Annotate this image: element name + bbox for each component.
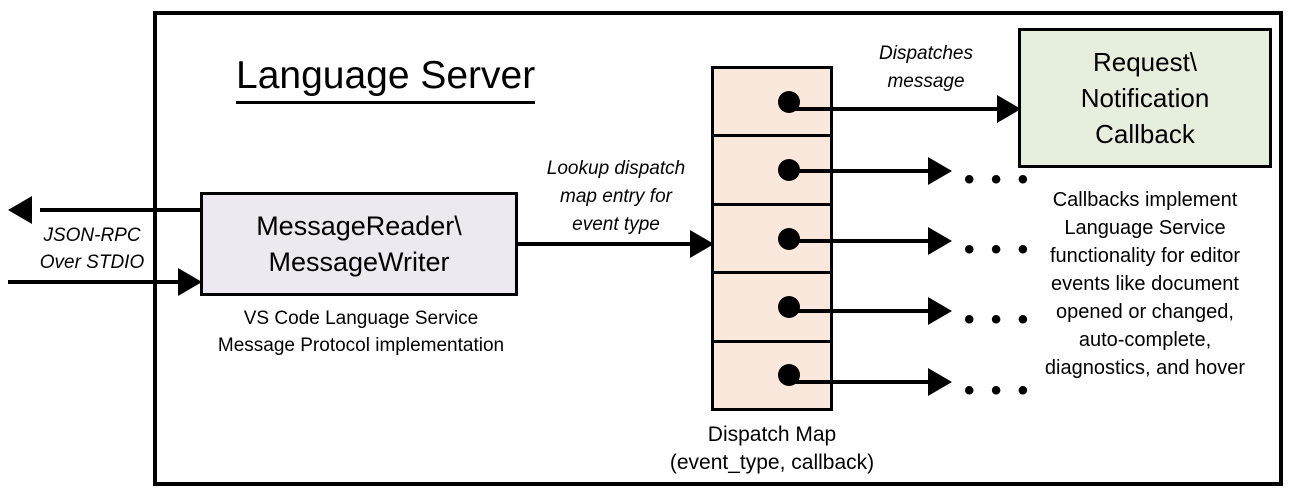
callback-description-caption: Callbacks implement Language Service fun… [1012, 186, 1278, 382]
dispatch-edge-arrowhead-4 [928, 297, 952, 325]
jsonrpc-label-line-1: JSON-RPC [43, 225, 141, 246]
lookup-edge-label: Lookup dispatch map entry for event type [518, 155, 714, 239]
callback-entry-dot-icon [778, 227, 800, 250]
dispatch-edge-line-4 [785, 309, 931, 313]
message-reader-line: MessageReader\ [256, 211, 462, 241]
callback-box-title: Request\ Notification Callback [1081, 44, 1210, 152]
dispatch-edge-ellipsis-5: • • • [964, 374, 1033, 407]
callback-title-line-2: Notification [1080, 83, 1210, 113]
dispatches-label-line-1: Dispatches [879, 43, 973, 64]
callback-caption-line-5: opened or changed, [1056, 301, 1234, 323]
callback-caption-line-7: diagnostics, and hover [1044, 357, 1246, 379]
dispatch-edge-line-3 [785, 239, 931, 243]
dispatch-map-row[interactable] [714, 342, 830, 409]
lookup-label-line-1: Lookup dispatch [546, 158, 686, 179]
callback-caption-line-3: functionality for editor [1049, 245, 1241, 267]
lookup-edge-line [518, 242, 693, 246]
lookup-edge-arrowhead [690, 230, 714, 258]
inbound-stdio-arrowhead [178, 268, 202, 296]
reader-writer-caption-line-2: Message Protocol implementation [217, 335, 505, 356]
dispatch-edge-arrowhead-1 [997, 95, 1021, 123]
jsonrpc-channel-label: JSON-RPC Over STDIO [22, 222, 162, 276]
dispatch-caption-line-1: Dispatch Map [707, 423, 837, 446]
callback-caption-line-6: auto-complete, [1078, 329, 1212, 351]
dispatch-edge-label: Dispatches message [836, 40, 1016, 96]
lookup-label-line-2: map entry for [560, 186, 672, 207]
reader-writer-caption-line-1: VS Code Language Service [243, 308, 479, 329]
dispatch-edge-arrowhead-5 [928, 368, 952, 396]
callback-caption-line-4: events like document [1051, 273, 1239, 295]
dispatch-map-table[interactable] [711, 66, 833, 411]
dispatch-edge-arrowhead-2 [928, 157, 952, 185]
outbound-stdio-line [40, 208, 210, 212]
lookup-label-line-3: event type [572, 214, 660, 235]
callback-title-line-1: Request\ [1092, 47, 1198, 77]
inbound-stdio-line [8, 280, 180, 284]
message-reader-writer-box[interactable]: MessageReader\ MessageWriter [200, 192, 518, 296]
dispatch-map-row[interactable] [714, 274, 830, 343]
dispatch-map-caption: Dispatch Map (event_type, callback) [637, 421, 907, 477]
dispatch-edge-line-1 [785, 107, 1001, 111]
dispatch-edge-line-5 [785, 380, 931, 384]
dispatch-map-row[interactable] [714, 69, 830, 138]
dispatches-label-line-2: message [887, 71, 965, 92]
dispatch-edge-arrowhead-3 [928, 227, 952, 255]
language-server-boundary [153, 11, 1283, 486]
outbound-stdio-arrowhead [8, 196, 32, 224]
callback-title-line-3: Callback [1095, 119, 1195, 149]
page-title: Language Server [236, 52, 536, 104]
callback-caption-line-2: Language Service [1064, 217, 1226, 239]
message-reader-writer-title: MessageReader\ MessageWriter [256, 208, 462, 280]
callback-entry-dot-icon [778, 295, 800, 318]
dispatch-edge-ellipsis-2: • • • [964, 163, 1033, 196]
callback-caption-line-1: Callbacks implement [1052, 189, 1238, 211]
request-notification-callback-box[interactable]: Request\ Notification Callback [1018, 28, 1272, 168]
message-writer-line: MessageWriter [268, 247, 450, 277]
jsonrpc-label-line-2: Over STDIO [39, 252, 145, 273]
message-reader-writer-caption: VS Code Language Service Message Protoco… [196, 305, 526, 359]
dispatch-caption-line-2: (event_type, callback) [669, 451, 875, 474]
dispatch-edge-line-2 [785, 169, 931, 173]
